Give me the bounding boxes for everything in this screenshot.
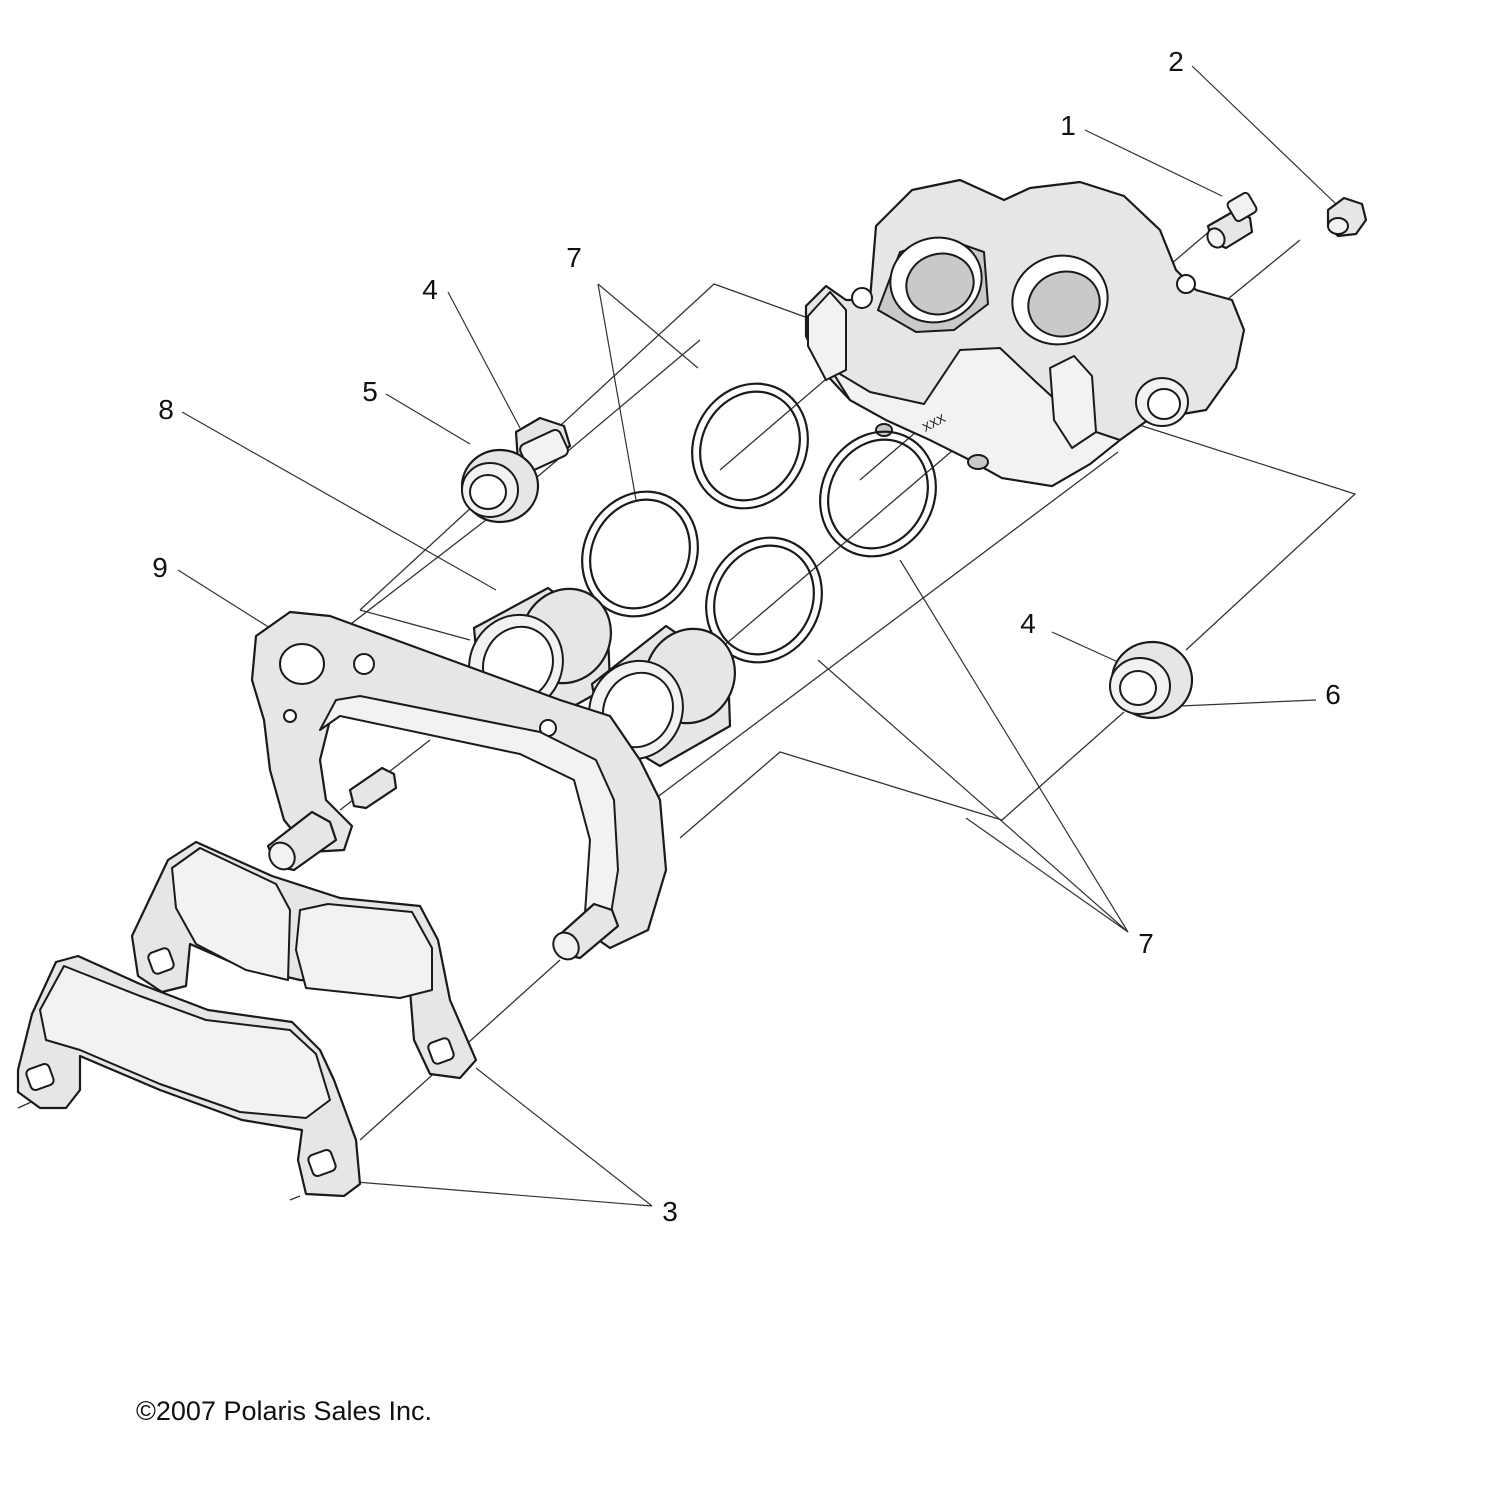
callout-4-upper: 4 [422,274,438,305]
callout-3: 3 [662,1196,678,1227]
copyright-notice: ©2007 Polaris Sales Inc. [136,1396,433,1426]
bleeder-screw [1206,191,1258,250]
bracket-pins [266,766,620,961]
callout-5: 5 [362,376,378,407]
bleeder-cap [1326,196,1368,238]
boot-lower [1109,640,1194,720]
callout-9: 9 [152,552,168,583]
piston-seals [581,382,937,664]
callout-6: 6 [1325,679,1341,710]
callout-7-upper: 7 [566,242,582,273]
brake-pad-outer [16,954,362,1198]
callout-1: 1 [1060,110,1076,141]
callout-4-lower: 4 [1020,608,1036,639]
brake-pad-inner [130,840,478,1080]
callout-2: 2 [1168,46,1184,77]
caliper-body [804,178,1246,488]
callout-8: 8 [158,394,174,425]
leader-lines [177,65,1337,1207]
boot-upper [460,448,540,524]
slide-pin-upper [514,416,572,472]
callout-7-lower: 7 [1138,928,1154,959]
